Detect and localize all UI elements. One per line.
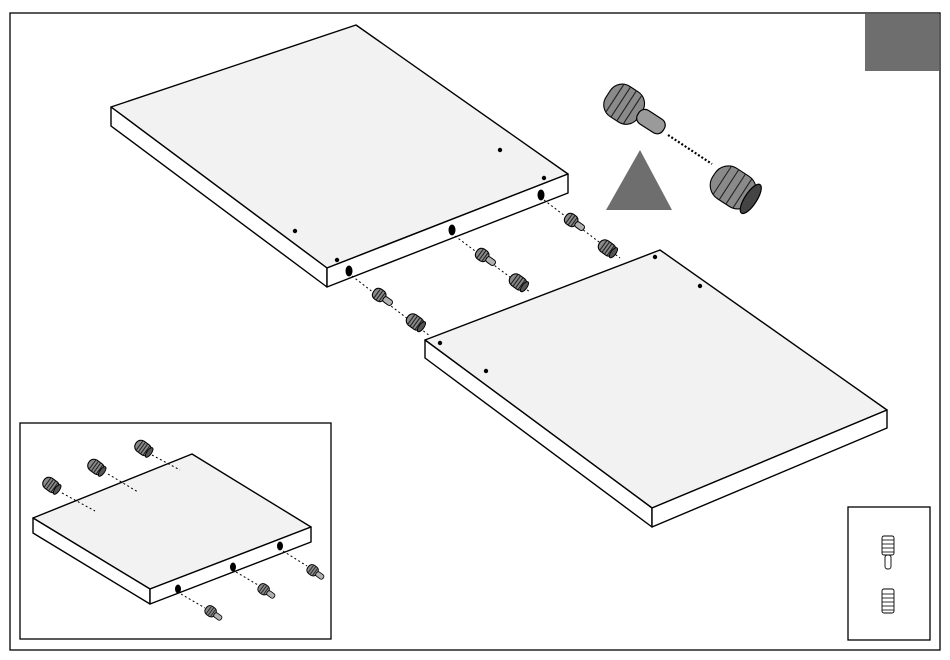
panel-hole bbox=[293, 229, 297, 233]
screw-bolt-large bbox=[598, 79, 673, 145]
panel-hole bbox=[653, 255, 657, 259]
panel-lower bbox=[425, 250, 887, 527]
panel-hole bbox=[498, 148, 502, 152]
fitting-set-middle bbox=[473, 246, 530, 293]
page-tab-marker bbox=[865, 14, 939, 71]
screw-bolt-icon bbox=[882, 536, 894, 569]
parts-legend-frame bbox=[848, 507, 930, 640]
triangle-arrow-icon bbox=[606, 150, 672, 210]
edge-hole bbox=[449, 225, 456, 236]
panel-hole bbox=[335, 258, 339, 262]
panel-hole bbox=[438, 341, 442, 345]
threaded-insert-large bbox=[704, 160, 766, 217]
threaded-insert-icon bbox=[882, 589, 894, 613]
fitting-set-left bbox=[370, 286, 427, 333]
edge-hole bbox=[346, 266, 353, 277]
inset-step bbox=[20, 423, 331, 639]
panel-upper bbox=[111, 25, 568, 287]
panel-hole bbox=[542, 176, 546, 180]
parts-legend bbox=[848, 507, 930, 640]
panel-hole bbox=[484, 369, 488, 373]
edge-hole bbox=[538, 190, 545, 201]
panel-hole bbox=[698, 284, 702, 288]
detail-guide bbox=[668, 135, 712, 164]
